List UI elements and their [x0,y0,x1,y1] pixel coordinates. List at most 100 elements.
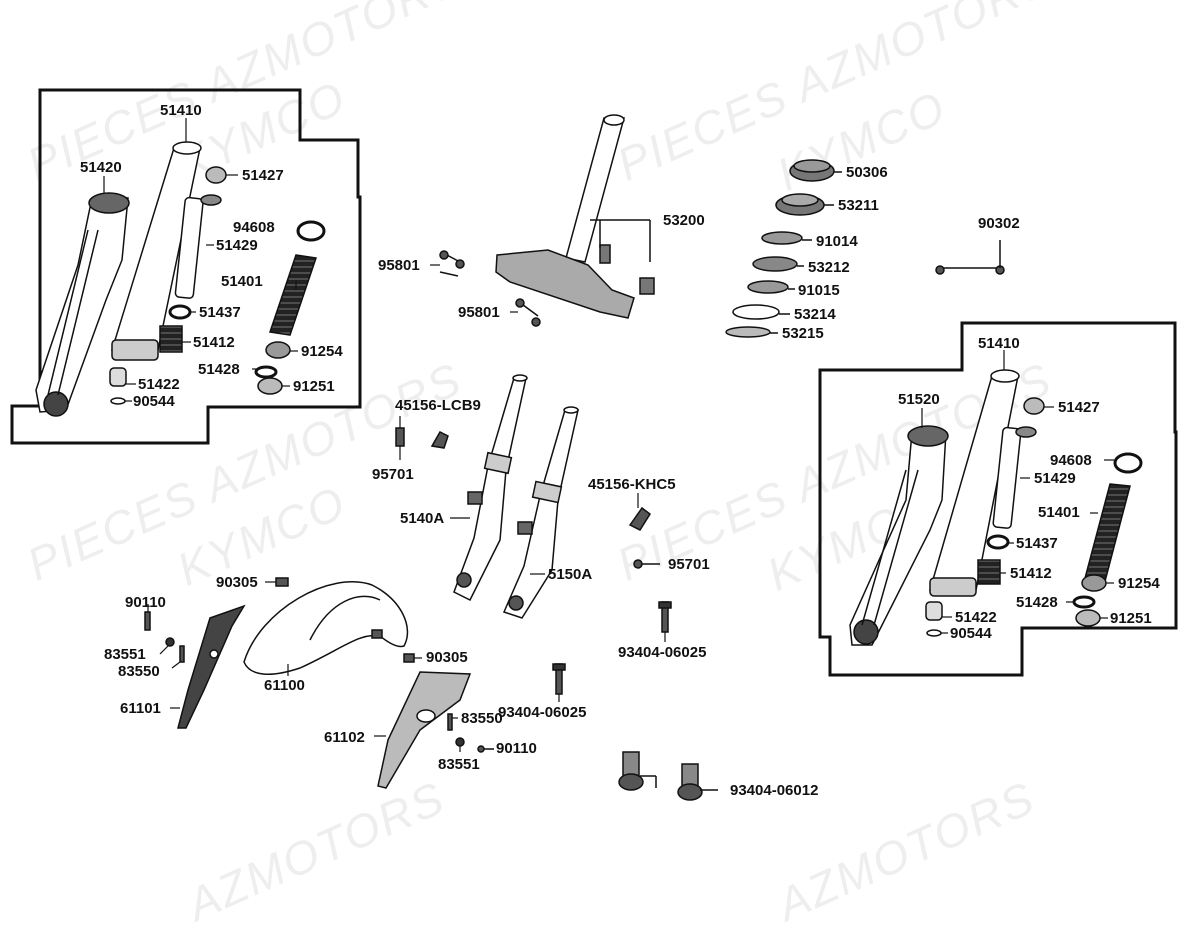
damper-rod-left [174,196,204,299]
part-label: 95801 [378,257,420,274]
part-label: 51520 [898,391,940,408]
bearing-91014 [761,231,803,245]
part-label: 83550 [461,710,503,727]
cable-90302 [935,240,1005,275]
part-label: 90305 [216,574,258,591]
screw-90110-a [144,611,151,631]
nut-90305-b [403,653,415,663]
bolt-93404-06025-a [658,601,672,633]
part-label: 95801 [458,304,500,321]
damper-rod-right [992,426,1022,529]
part-label: 90544 [133,393,175,410]
spacer-right [977,559,1001,585]
seal-91251-left [257,377,283,395]
pin-90544-right [926,629,942,637]
part-label: 93404-06025 [498,704,587,721]
part-label: 51410 [160,102,202,119]
part-label: 51429 [216,237,258,254]
clip-51428-left [254,365,278,379]
cable-guide-khc5 [628,506,652,531]
part-label: 91254 [301,343,343,360]
part-label: 90302 [978,215,1020,232]
part-label: 91251 [1110,610,1152,627]
part-label: 61101 [120,700,161,717]
part-label: 51437 [199,304,241,321]
triple-clamp [495,249,635,319]
grommet-83551-b [455,737,465,747]
bolt-95701-a [395,427,405,447]
part-label: 94608 [1050,452,1092,469]
part-label: 53212 [808,259,850,276]
parts-diagram: PIECES AZMOTORS KYMCO PIECES AZMOTORS KY… [10,0,1178,931]
grommet-83551-a [165,637,175,647]
part-label: 5150A [548,566,593,583]
washer-left [168,304,192,320]
bolt-93404-06025-b [552,663,566,695]
part-label: 93404-06025 [618,644,707,661]
part-label: 51412 [1010,565,1052,582]
part-label: 51437 [1016,535,1058,552]
part-label: 83551 [438,756,480,773]
bolt-93404-06012 [618,751,718,801]
part-label: 83550 [118,663,160,680]
nut-90305-a [275,577,289,587]
bolt-95801-a [439,250,465,277]
part-label: 90305 [426,649,468,666]
seal-53215 [725,326,771,338]
part-label: 51422 [138,376,180,393]
screw-90110-b [477,745,485,753]
diagram-drawing [10,88,1178,801]
part-label: 90110 [125,594,166,611]
fork-5150a [502,409,579,619]
part-label: 94608 [233,219,275,236]
o-ring-left [296,220,326,242]
washer-right [986,534,1010,550]
pin-90544-left [110,397,126,405]
part-label: 45156-KHC5 [588,476,676,493]
part-label: 93404-06012 [730,782,819,799]
part-label: 53214 [794,306,836,323]
clip-51428-right [1072,595,1096,609]
bolt-95801-b [515,298,541,327]
part-label: 61100 [264,677,305,694]
fork-cap-right [1023,397,1045,415]
left-fork-frame [10,88,362,445]
part-label: 91014 [816,233,858,250]
bolt-95701-b [633,559,643,569]
part-label: 51429 [1034,470,1076,487]
seal-91251-right [1075,609,1101,627]
race-53212 [752,256,798,272]
seal-91254-left [265,341,291,359]
part-label: 45156-LCB9 [395,397,481,414]
o-ring-right [1113,452,1143,474]
part-label: 91251 [293,378,335,395]
part-label: 5140A [400,510,445,527]
fork-spring-right [1083,483,1131,586]
part-label: 61102 [324,729,365,746]
part-label: 51412 [193,334,235,351]
part-label: 51422 [955,609,997,626]
part-label: 91254 [1118,575,1160,592]
clip-83550-a [179,645,185,663]
part-label: 90544 [950,625,992,642]
fender-side-61102 [377,671,472,789]
part-label: 51401 [221,273,263,290]
part-label: 51427 [242,167,284,184]
bearing-91015 [747,280,789,294]
right-fork-frame [818,321,1178,677]
part-label: 95701 [372,466,414,483]
part-label: 53200 [663,212,705,229]
part-label: 51427 [1058,399,1100,416]
part-label: 51428 [198,361,240,378]
part-label: 83551 [104,646,146,663]
part-label: 51410 [978,335,1020,352]
fork-leg-top-left [88,192,130,214]
part-label: 91015 [798,282,840,299]
part-label: 50306 [846,164,888,181]
spacer-left [159,325,183,353]
part-label: 51428 [1016,594,1058,611]
bush-51422-left [109,367,127,387]
fork-cap-left [205,166,227,184]
part-label: 53215 [782,325,824,342]
fork-5140a [453,377,527,602]
